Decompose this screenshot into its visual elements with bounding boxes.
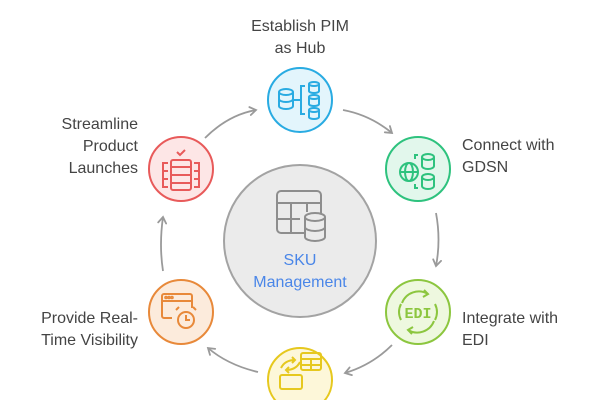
step-6-label-line1: Streamline <box>61 116 138 133</box>
arrow-3-to-4 <box>432 212 442 268</box>
step-1-label-line2: as Hub <box>274 40 326 57</box>
step-3-label-line1: Integrate with <box>462 310 559 327</box>
step-6-label-line3: Launches <box>68 160 138 177</box>
step-5-label-line2: Time Visibility <box>41 332 138 349</box>
globe-database-icon <box>399 153 436 190</box>
step-1-label-line1: Establish PIM <box>251 18 349 35</box>
center-circle <box>223 164 377 318</box>
step-5-label-line1: Provide Real- <box>41 310 138 327</box>
step-5-label: Provide Real- Time Visibility <box>2 308 138 352</box>
arrow-4-to-5 <box>343 344 393 377</box>
step-6-label-line2: Product <box>82 138 138 155</box>
center-title: SKU Management <box>225 250 375 294</box>
step-6-label: Streamline Product Launches <box>2 114 138 180</box>
step-3-circle[interactable] <box>385 279 451 345</box>
table-database-icon <box>276 190 326 242</box>
step-6-circle[interactable] <box>148 136 214 202</box>
center-title-line2: Management <box>253 274 347 291</box>
center-title-line1: SKU <box>283 252 317 269</box>
step-1-label: Establish PIM as Hub <box>210 16 390 60</box>
step-2-label-line2: GDSN <box>462 159 509 176</box>
step-5-circle[interactable] <box>148 279 214 345</box>
arrow-1-to-2 <box>204 106 258 139</box>
edi-icon-text: EDI <box>404 306 431 323</box>
server-check-icon <box>162 149 200 191</box>
step-2-label-line1: Connect with <box>462 137 555 154</box>
edi-sync-icon <box>398 289 438 335</box>
arrow-5-to-6 <box>206 346 259 373</box>
step-3-label-line2: EDI <box>462 332 489 349</box>
database-hierarchy-icon <box>278 81 321 120</box>
step-3-label: Integrate with EDI <box>462 308 592 352</box>
data-exchange-icon <box>279 352 322 390</box>
step-2-label: Connect with GDSN <box>462 135 592 179</box>
arrow-2-to-3 <box>342 109 394 135</box>
browser-clock-icon <box>161 293 197 329</box>
arrow-6-to-1 <box>157 215 168 272</box>
